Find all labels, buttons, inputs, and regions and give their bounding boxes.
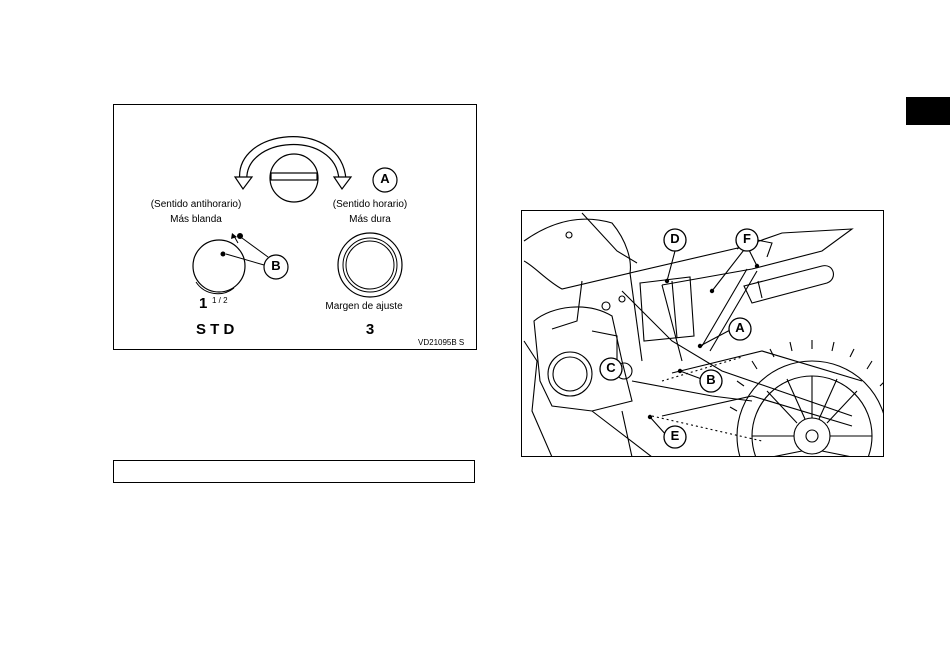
- right-dial-icon: [338, 233, 402, 297]
- callout-f-fig2: F: [743, 233, 751, 245]
- adjustment-range-value: 3: [366, 321, 374, 338]
- ccw-direction-label: (Sentido antihorario): [151, 199, 242, 211]
- left-dial-fraction: 1 / 2: [212, 295, 228, 307]
- motorcycle-figure: A B C D E F: [521, 210, 884, 457]
- std-label: S T D: [196, 321, 234, 338]
- cw-harder-label: Más dura: [349, 214, 391, 226]
- cw-arrowhead: [334, 177, 351, 189]
- ccw-softer-label: Más blanda: [170, 214, 222, 226]
- cw-direction-label: (Sentido horario): [333, 199, 407, 211]
- callout-c-fig2: C: [606, 362, 615, 374]
- callout-a-fig2: A: [735, 322, 744, 334]
- adjuster-drawing: [114, 105, 478, 351]
- callout-b-label: B: [271, 260, 280, 272]
- callout-e-fig2: E: [671, 430, 680, 442]
- left-dial-icon: [193, 233, 245, 294]
- callout-a-label: A: [380, 173, 389, 185]
- section-tab: [906, 97, 950, 125]
- callout-b-fig2: B: [706, 374, 715, 386]
- callout-d-fig2: D: [670, 233, 679, 245]
- motorcycle-drawing: [522, 211, 884, 457]
- empty-text-box: [113, 460, 475, 483]
- screw-head-icon: [270, 154, 318, 202]
- figure-code: VD21095B S: [418, 337, 464, 349]
- left-dial-value: 1: [199, 295, 207, 312]
- ccw-arrowhead: [235, 177, 252, 189]
- adjuster-figure: A B (Sentido antihorario) Más blanda (Se…: [113, 104, 477, 350]
- adjustment-range-label: Margen de ajuste: [325, 301, 402, 313]
